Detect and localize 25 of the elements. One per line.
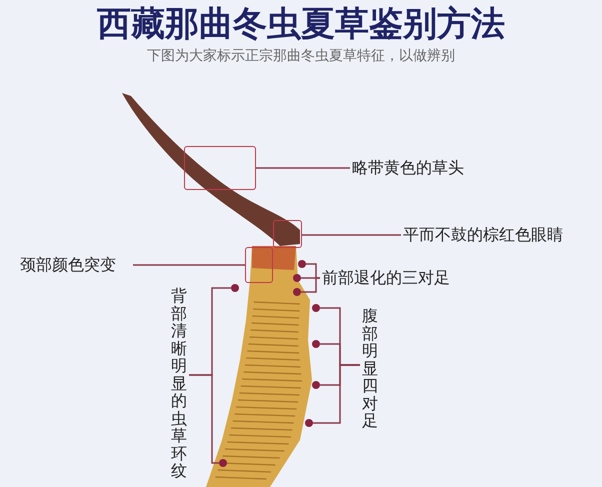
marker-dot <box>312 381 320 389</box>
leader-line <box>133 264 245 266</box>
callout-label: 颈部颜色突变 <box>20 254 116 276</box>
marker-dot <box>305 419 313 427</box>
highlight-box <box>245 247 273 283</box>
callout-label: 腹部明显四对足 <box>362 307 379 430</box>
leader-line <box>256 167 350 169</box>
callout-label: 略带黄色的草头 <box>352 157 464 179</box>
title: 西藏那曲冬虫夏草鉴别方法 <box>96 3 506 46</box>
marker-dot <box>312 340 320 348</box>
highlight-box <box>273 220 302 248</box>
marker-dot <box>312 304 320 312</box>
leader-line <box>189 374 219 464</box>
leader-line <box>306 263 320 279</box>
callout-label: 背部清晰明显的虫草环纹 <box>171 287 188 480</box>
leader-line <box>313 364 360 424</box>
highlight-box <box>184 146 256 190</box>
callout-label: 前部退化的三对足 <box>322 267 450 289</box>
marker-dot <box>231 284 239 292</box>
marker-dot <box>293 274 301 282</box>
leader-line <box>302 234 401 236</box>
marker-dot <box>298 260 306 268</box>
leader-line <box>301 277 320 293</box>
subtitle: 下图为大家标示正宗那曲冬虫夏草特征，以做辨别 <box>146 47 456 66</box>
callout-label: 平而不鼓的棕红色眼睛 <box>403 224 563 246</box>
